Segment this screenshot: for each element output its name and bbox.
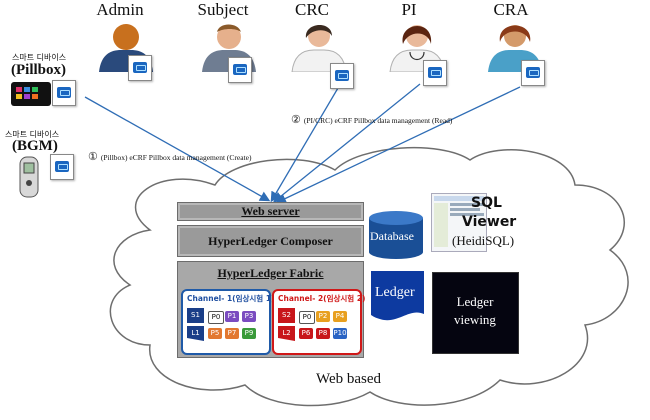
sql-viewer-line <box>450 208 480 211</box>
pillbox-small-label: 스마트 디바이스 <box>12 53 67 62</box>
annotation-create-number: ① <box>88 151 98 163</box>
channel-2-title: Channel- 2(임상시험 2) <box>278 294 366 303</box>
sql-viewer-subtitle: (HeidiSQL) <box>452 233 515 248</box>
channel-1-peer: P5 <box>208 328 222 339</box>
crc-screen-icon <box>330 63 354 89</box>
fabric-label: HyperLedger Fabric <box>217 266 324 280</box>
sql-viewer-thumbnail <box>431 193 487 252</box>
role-label-crc: CRC <box>294 0 330 19</box>
channel-2-peer: P6 <box>299 328 313 339</box>
pillbox-screen-icon <box>52 80 76 106</box>
channel-1-head-tile: S1 <box>187 308 204 323</box>
composer-label: HyperLedger Composer <box>208 233 333 248</box>
channel-2-box: Channel- 2(임상시험 2) S2 L2 P0 P2 P4 P6 P8 … <box>272 289 366 355</box>
channel-2-head-tile: S2 <box>278 308 295 323</box>
fabric-layer: HyperLedger Fabric Channel- 1(임상시험 1) S1… <box>177 261 366 358</box>
arrow-crc-to-server <box>270 87 339 203</box>
bgm-small-label: 스마트 디바이스 <box>5 130 60 139</box>
annotation-read: ②(PI/CRC) eCRF Pillbox data management (… <box>291 113 452 126</box>
web-server-label: Web server <box>241 204 300 218</box>
channel-1-peer: P1 <box>225 311 239 322</box>
database-label: Database <box>370 229 414 243</box>
arrow-pi-to-server <box>272 83 421 203</box>
subject-screen-icon <box>228 57 252 83</box>
sql-viewer-tree <box>434 203 448 247</box>
web-based-label: Web based <box>316 371 382 387</box>
channel-1-peer: P0 <box>208 311 224 324</box>
channel-2-tail-tile: L2 <box>278 326 295 341</box>
channel-1-title: Channel- 1(임상시험 1) <box>187 294 275 303</box>
bgm-screen-icon <box>50 154 74 180</box>
channel-1-peer: P3 <box>242 311 256 322</box>
channel-1-peer: P9 <box>242 328 256 339</box>
channel-2-peer: P0 <box>299 311 315 324</box>
cra-screen-icon <box>521 60 545 86</box>
annotation-create-text: (Pillbox) eCRF Pillbox data management (… <box>100 153 252 162</box>
sql-viewer-title-2: Viewer <box>462 214 517 230</box>
ledger-document-icon <box>371 271 424 321</box>
pillbox-device-icon <box>11 82 51 106</box>
composer-layer: HyperLedger Composer <box>177 225 364 257</box>
sql-viewer-line <box>450 213 484 216</box>
annotation-create: ①(Pillbox) eCRF Pillbox data management … <box>88 150 251 163</box>
ledger-label: Ledger <box>375 285 415 300</box>
channel-2-peer: P2 <box>316 311 330 322</box>
arrow-cra-to-server <box>275 86 521 204</box>
web-server-layer: Web server <box>177 202 364 221</box>
annotation-read-number: ② <box>291 114 301 126</box>
channel-1-box: Channel- 1(임상시험 1) S1 L1 P0 P1 P3 P5 P7 … <box>181 289 275 355</box>
channel-1-tail-tile: L1 <box>187 326 204 341</box>
annotation-read-text: (PI/CRC) eCRF Pillbox data management (R… <box>303 116 453 125</box>
ledger-viewing-screen <box>432 272 519 354</box>
channel-1-peer: P7 <box>225 328 239 339</box>
bgm-label: (BGM) <box>12 138 58 154</box>
admin-screen-icon <box>128 55 152 81</box>
database-icon <box>369 211 423 259</box>
role-label-admin: Admin <box>96 0 144 19</box>
pi-screen-icon <box>423 60 447 86</box>
ledger-viewing-line-1: Ledger <box>456 294 494 309</box>
channel-2-peer: P8 <box>316 328 330 339</box>
channel-2-peer: P4 <box>333 311 347 322</box>
role-label-cra: CRA <box>493 0 529 19</box>
sql-viewer-title-1: SQL <box>471 195 502 211</box>
role-label-subject: Subject <box>197 0 249 19</box>
channel-2-peer: P10 <box>333 328 347 339</box>
bgm-device-icon <box>19 156 39 198</box>
ledger-viewing-label: Ledger viewing <box>436 293 514 329</box>
sql-viewer-line <box>450 203 484 206</box>
pillbox-label: (Pillbox) <box>11 62 66 78</box>
sql-viewer-toolbar <box>434 196 484 201</box>
role-label-pi: PI <box>401 0 417 19</box>
arrow-pillbox-to-server <box>84 96 271 202</box>
ledger-viewing-line-2: viewing <box>454 312 496 327</box>
